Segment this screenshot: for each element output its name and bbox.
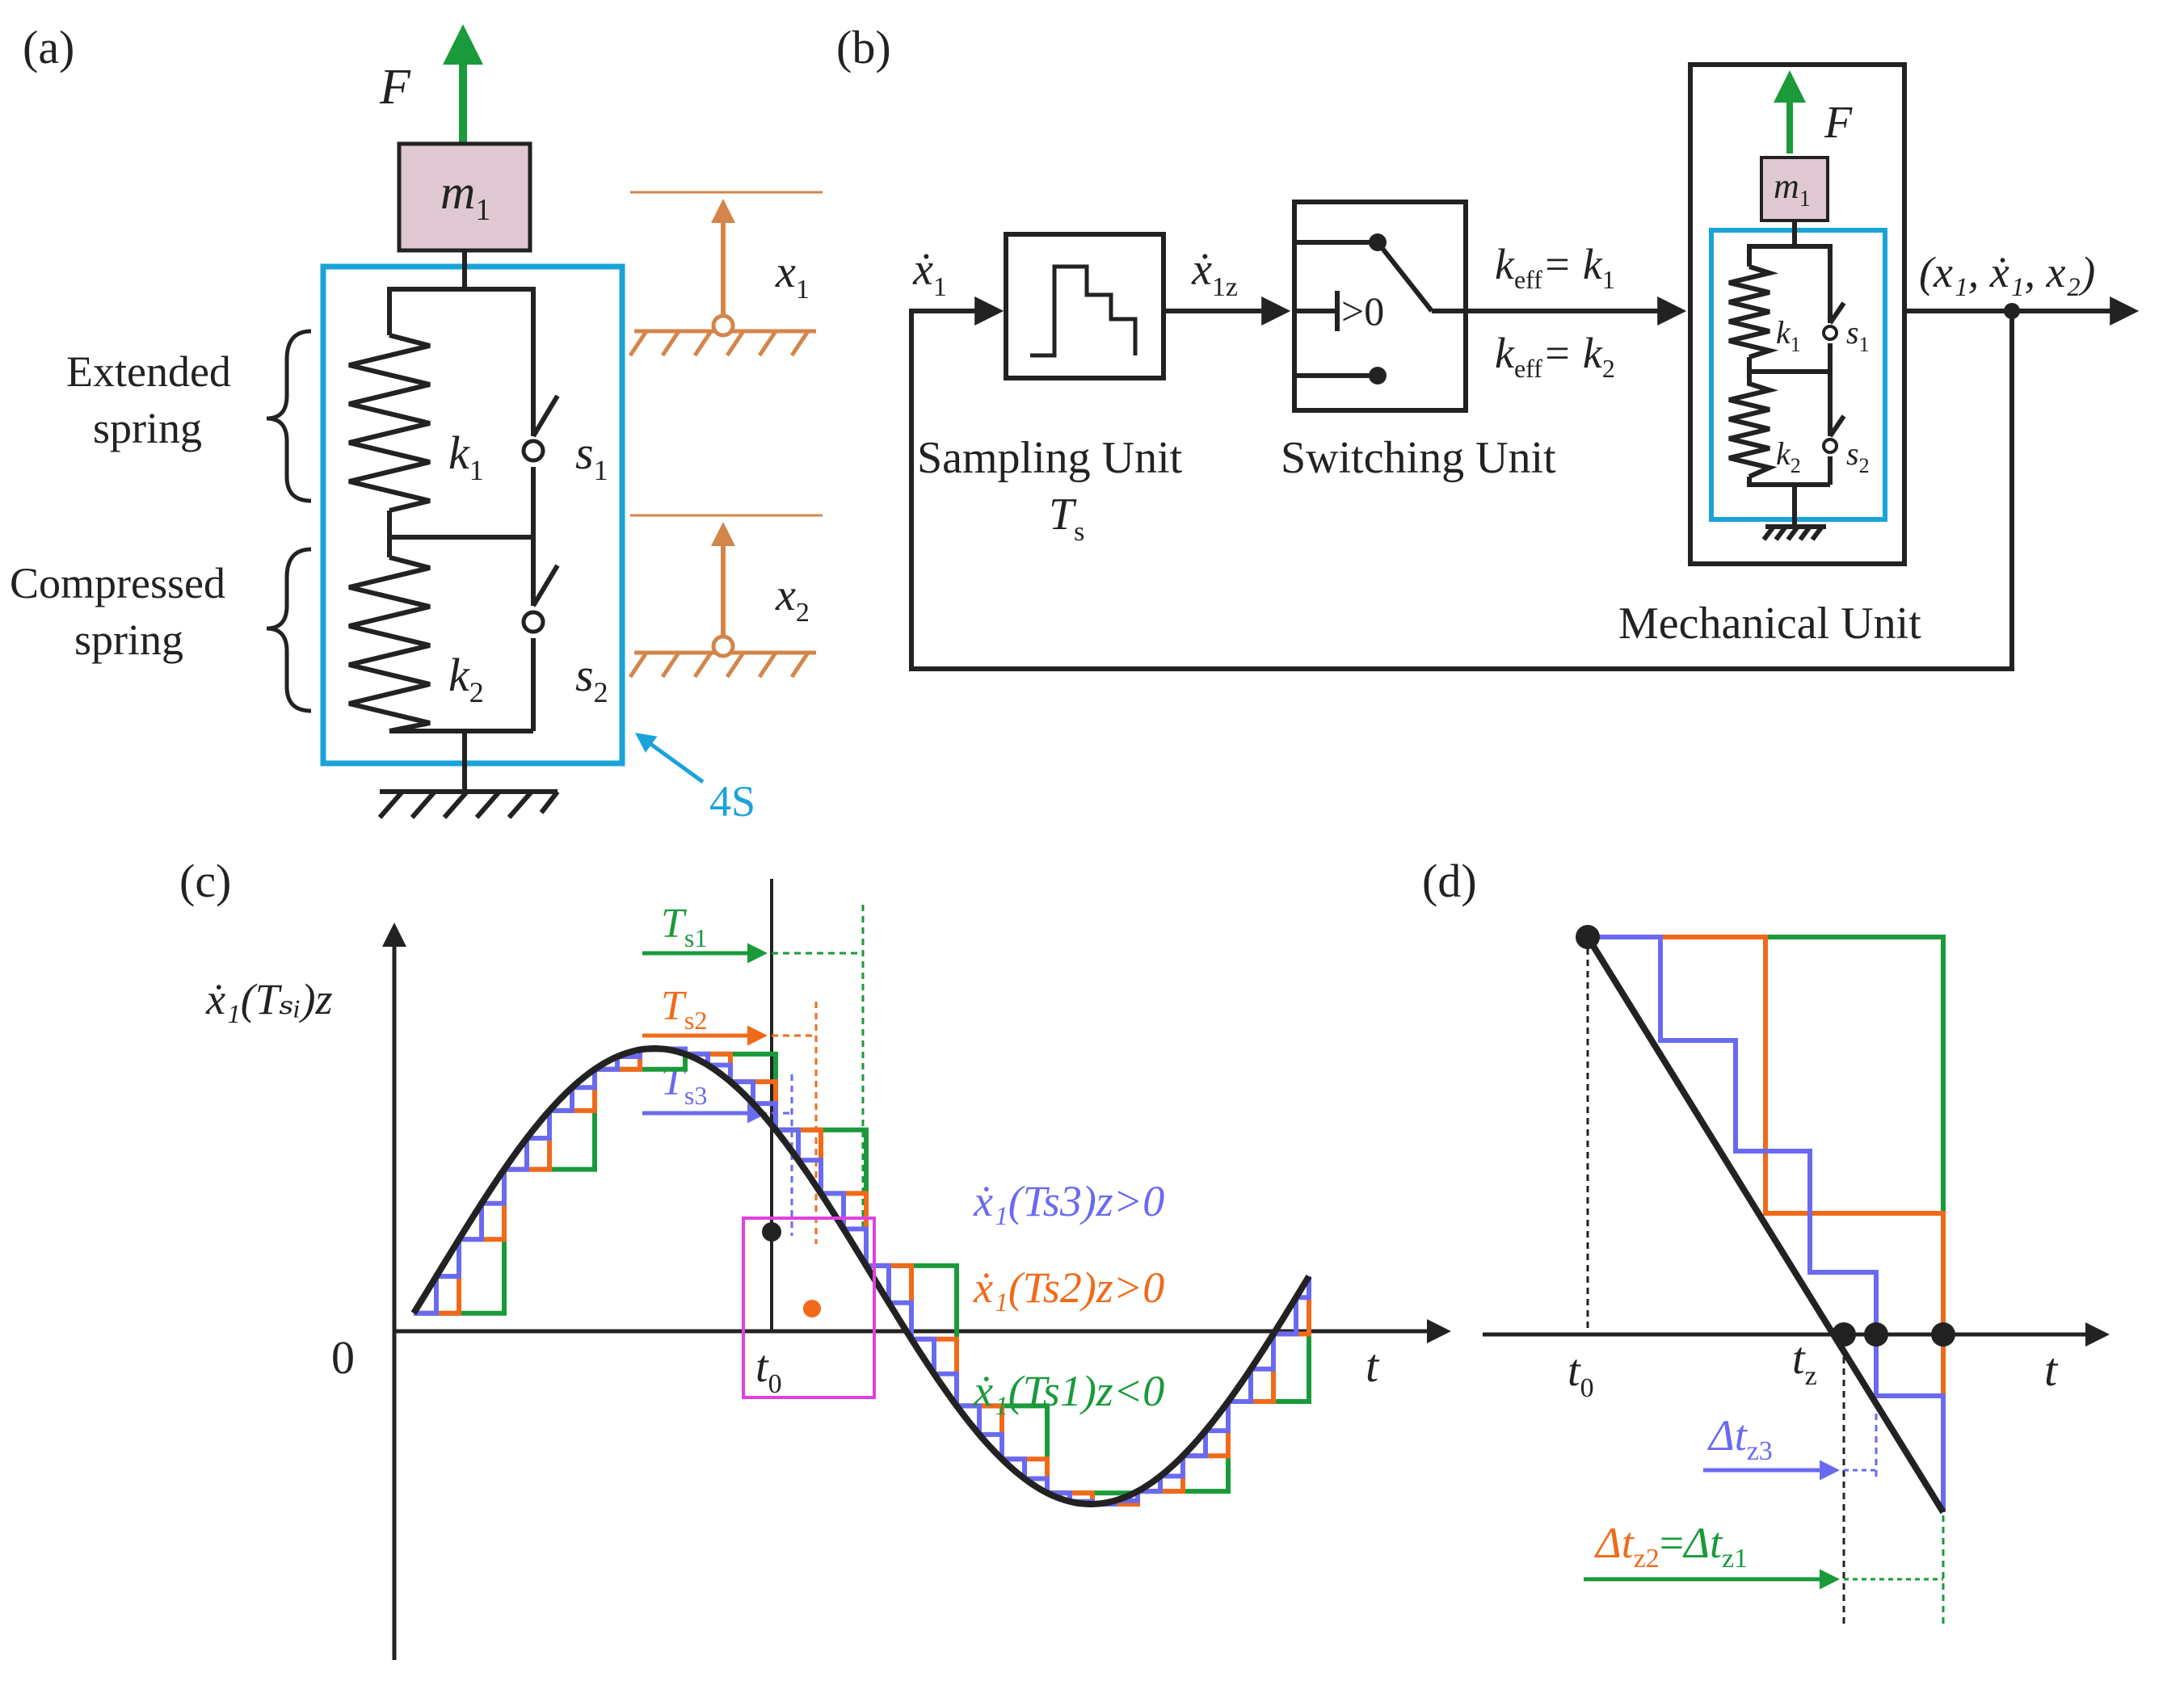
switching-unit-label: Switching Unit [1281,433,1556,483]
c-ts2-dot [803,1300,821,1317]
mech-mass-label: m1 [1774,166,1811,212]
x2-label: x2 [775,570,810,628]
gt-zero-label: >0 [1341,288,1384,334]
mechanical-unit-box [1688,62,1907,566]
switch-contact-bottom [1369,367,1387,385]
d-blue-zero-dot [1864,1322,1888,1347]
d-tz-label: tz [1792,1334,1817,1391]
s2-label: s2 [575,649,608,708]
junction-dot [2004,303,2020,319]
panel-a-tag: (a) [23,21,74,74]
extended-brace [266,329,312,503]
x1-reference [628,191,823,357]
c-curves [410,1045,1312,1507]
panel-b-tag: (b) [836,21,891,74]
ts2-label: Ts2 [661,983,707,1035]
mech-k1-label: k1 [1776,314,1801,356]
d-blue-staircase [1588,935,1946,1512]
mech-k2-label: k2 [1776,435,1801,477]
sampling-unit-label: Sampling Unit [917,433,1183,483]
spring-assembly [348,250,560,790]
input-label: ẋ1 [912,245,947,302]
mass-label: m1 [440,166,490,227]
staircase-icon [1030,264,1138,358]
x2-reference [628,514,823,679]
d-tz-dot [1832,1322,1856,1347]
switch-icon [1294,240,1466,378]
c-ylabel: ẋ₁(Tₛᵢ)z [205,975,333,1023]
ts3-staircase [414,1046,1311,1507]
c-t0-label: t0 [755,1342,782,1399]
s2-switch-icon [521,610,545,634]
x1-label: x1 [775,247,810,305]
mechanical-unit-label: Mechanical Unit [1618,599,1921,649]
d-orange-staircase [1588,935,1946,1512]
panel-c: (c) ẋ₁(Tₛᵢ)z 0 t t0 Ts1 Ts2 Ts3 ẋ₁(Ts3)z… [179,855,1451,1660]
s1-switch-icon [521,439,545,463]
panel-d: (d) t0 tz t Δtz3 Δtz2=Δtz1 [1422,855,2110,1624]
panel-a: (a) F m1 4S [10,21,823,826]
ts3-label: Ts3 [661,1058,707,1110]
panel-b: (b) ẋ1 ẋ1z Sampling Unit Ts >0 S [836,21,2140,671]
mech-s2-label: s2 [1846,435,1870,477]
extended-label-2: spring [93,404,202,452]
ground-icon [377,789,560,819]
k1-label: k1 [448,427,484,486]
4s-pointer [634,733,705,784]
c-zero: 0 [331,1331,355,1384]
dtz3-label: Δtz3 [1707,1411,1773,1466]
mech-s2-icon [1822,438,1838,454]
ts-label: Ts [1049,490,1084,547]
extended-label-1: Extended [66,347,231,396]
continuous-velocity-curve [410,1045,1312,1507]
mech-s1-icon [1822,325,1838,341]
force-label: F [379,60,411,115]
mech-s1-label: s1 [1846,314,1870,356]
compressed-label-1: Compressed [10,559,225,607]
cond2-label: ẋ₁(Ts2)z>0 [973,1263,1164,1312]
c-t-label: t [1366,1339,1380,1392]
d-start-dot [1576,925,1600,949]
panel-d-tag: (d) [1422,855,1477,907]
switch-contact-top [1369,233,1387,251]
dtz2-label: Δtz2=Δtz1 [1594,1519,1748,1574]
d-curves [1584,935,1946,1515]
sampled-label: ẋ1z [1191,245,1238,302]
mech-force-label: F [1824,98,1853,148]
4s-label: 4S [709,777,755,826]
mech-4s-box [1709,228,1887,522]
s1-label: s1 [575,427,608,486]
panel-c-tag: (c) [179,855,231,907]
sampling-unit-box [1004,232,1166,380]
cond1-label: ẋ₁(Ts1)z<0 [973,1367,1164,1415]
ts1-label: Ts1 [661,901,707,952]
cond3-label: ẋ₁(Ts3)z>0 [973,1177,1164,1225]
c-t0-dot [762,1222,781,1242]
mech-spring-assembly [1728,221,1846,541]
d-orange-zero-dot [1931,1322,1955,1347]
d-t-label: t [2044,1343,2059,1396]
d-t0-label: t0 [1568,1346,1594,1403]
zoom-box [742,1217,876,1399]
d-continuous-line [1584,935,1946,1515]
k2-label: k2 [448,649,484,708]
4s-box [320,263,625,767]
keff-eq1: keff= k1 [1495,240,1615,294]
keff-eq2: keff= k2 [1495,329,1615,383]
compressed-brace [266,547,312,713]
output-label: (x₁, ẋ₁, x₂) [1919,248,2095,296]
compressed-label-2: spring [74,616,183,664]
